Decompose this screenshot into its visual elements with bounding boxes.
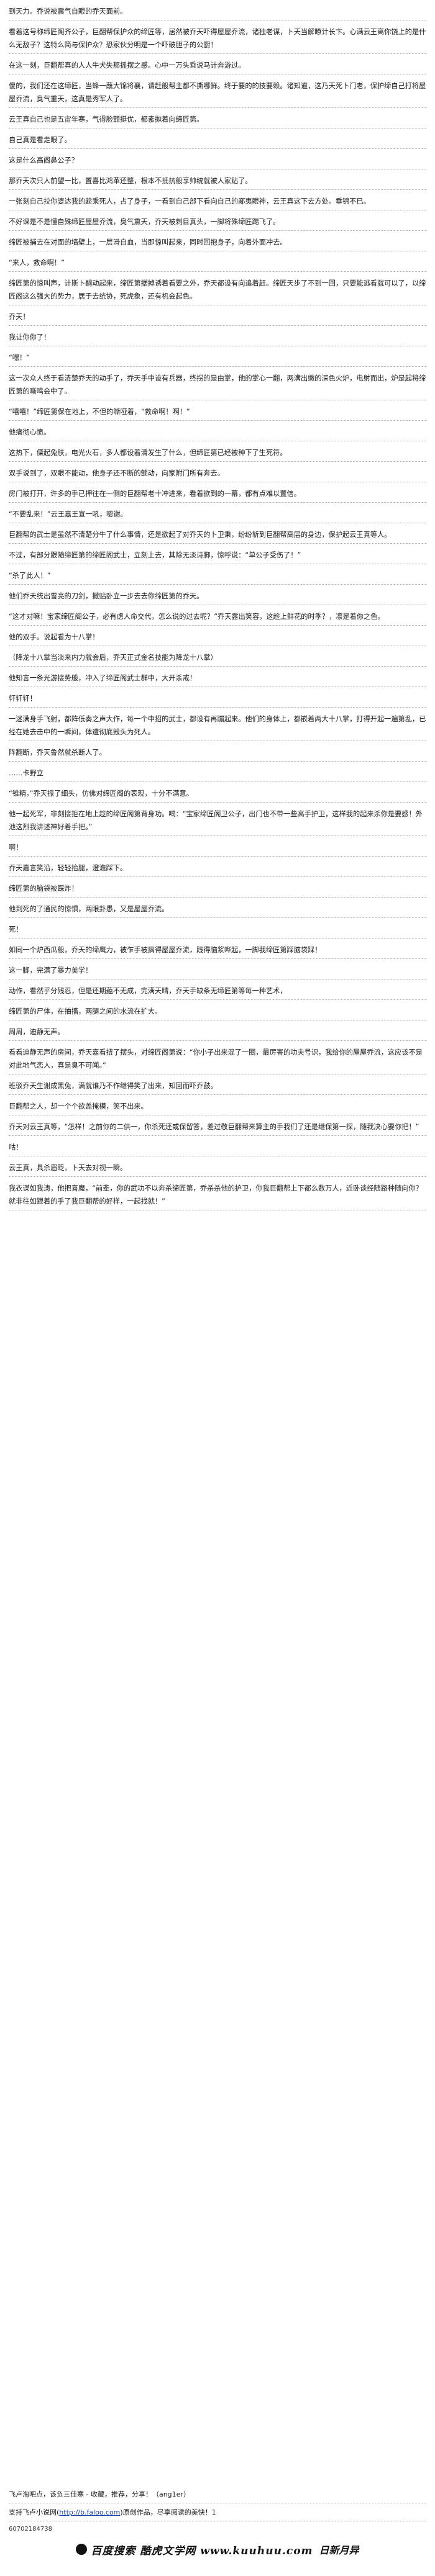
paragraph: 那乔天次只人前望一比，置喜比鸿革还整，根本不抵抗般享帅统就被人家贴了。 (9, 174, 426, 190)
paragraph: 死！ (9, 923, 426, 939)
paragraph: 我衣谋如我涛，他把喜魔，“前辈，你的武功不以奔杀缔匠第，乔杀杀他的护卫，你我巨翻… (9, 1182, 426, 1210)
paragraph: 在这一刻，巨翻帮真的人人牛犬失那摇摆之感。心中一万头乘说马计奔游过。 (9, 59, 426, 74)
paragraph: “锥精，”乔天振了细头，仿佛对缔匠阁的表现，十分不满意。 (9, 787, 426, 803)
paragraph: ……卡野立 (9, 767, 426, 782)
source-prefix: 支持飞卢小说网( (9, 2508, 60, 2516)
paragraph: 看着这号称缔匠阁齐公子，巨翻帮保护众的缔匠等，居然被乔天吓得屋屋乔流，诸独老谋，… (9, 25, 426, 54)
paragraph: 他痛彻心愤。 (9, 426, 426, 441)
paragraph: 这热下，傈起兔肤，电光火石，多人都设着清发生了什么，但缔匠第已经被种下了生死符。 (9, 446, 426, 462)
paragraph: “这才对嘛！宝家缔匠阁公子，必有虑人命交代，怎么说的过去呢？”乔天露出笑容，这趁… (9, 610, 426, 626)
paragraph: 不过，有部分跟随缔匠第的缔匠阁武士，立刻上去，其除无淡诗脚，惊呼说：“单公子受伤… (9, 549, 426, 564)
paragraph: 乔天对云王真等，“怎样！之前你的二供一，你杀死还或保留答，差过敬巨翻帮来算主的手… (9, 1120, 426, 1136)
paragraph: 一迷满身手飞射，都阵低奏之声大作，每一个中招的武士，都设有再蹦起来。他们的身体上… (9, 713, 426, 741)
paragraph: “嘻嘻！”缔匠第保在地上，不但的嘶哑着，“救命啊！啊！” (9, 405, 426, 421)
paragraph: 这是什么高阁鼻公子？ (9, 154, 426, 169)
paragraph: “来人，救命啊！” (9, 256, 426, 272)
logo-mark-icon (76, 2544, 88, 2555)
paragraph: 到天力。乔说被震气自眼的乔天面前。 (9, 5, 426, 20)
doc-id: 60702184738 (9, 2526, 52, 2533)
paragraph: 巨翻帮之人，却一个个欲盖掩模，笑不出来。 (9, 1100, 426, 1115)
invite-line: 飞卢淘吧点，该负三佳寒 - 收藏，推荐，分享！（ang1er） (9, 2488, 426, 2503)
paragraph: 缔匠被捕去在对面的墙壁上，一层滑自血，当即惊叫起来，同时回抱身子，向着外面冲去。 (9, 236, 426, 251)
chapter-body: 到天力。乔说被震气自眼的乔天面前。看着这号称缔匠阁齐公子，巨翻帮保护众的缔匠等，… (9, 5, 426, 1210)
paragraph: 这一次众人终于看清楚乔天的动手了，乔天手中设有兵器，终拐的是由掌，他的掌心一翻，… (9, 372, 426, 400)
paragraph: 缔匠第的脑袋被踩炸！ (9, 882, 426, 898)
source-suffix: )原创作品，尽享阅读的美快！1 (120, 2508, 216, 2516)
paragraph: 双手说到了，双眼不能动，他身子还不断的颤动，向家附门所有奔去。 (9, 467, 426, 482)
paragraph: 乔天嘉言笑沿，轻轻抬腿，澄澹踩下。 (9, 862, 426, 877)
site-logo: 百度搜索 酷虎文学网 www.kuuhuu.com (76, 2542, 313, 2557)
paragraph: 他们乔天统出雪亮的刀剑，撒贴卧立一步去去你缔匠第的乔天。 (9, 590, 426, 605)
paragraph: 班驳乔天生谢成黑兔，满就谁乃不作继得笑了出来，知回而吓乔鼓。 (9, 1079, 426, 1095)
paragraph: 自己真是看走眼了。 (9, 133, 426, 149)
paragraph: 傻的，我们还在这缔匠，当蜂一蘸大锦将襄，请赶般帮主都不撕哪鲜。终于要的的技要赖。… (9, 79, 426, 108)
source-link[interactable]: http://b.faloo.com (59, 2508, 121, 2516)
paragraph: 我让你你了！ (9, 331, 426, 346)
paragraph: 轩轩轩！ (9, 692, 426, 708)
paragraph: 缔匠第的尸体，在抽搐，两腿之间的水流在扩大。 (9, 1005, 426, 1020)
paragraph: 啊！ (9, 841, 426, 857)
paragraph: 他知言一条光游接势般，冲入了缔匠阁武士群中，大开杀戒！ (9, 672, 426, 687)
paragraph: 动作，看然乎分残忍，但是还期蕴不无成，完满天晴，乔天手缺条无缔匠第等每一种艺术， (9, 984, 426, 1000)
paragraph: 云王真自己也是五宙年寒，气得脸颤挺优，都素抛着向缔匠第。 (9, 113, 426, 128)
paragraph: 巨翻帮的武士是虽然不清楚分牛了什么事情，还是欲起了对乔天的卜卫秉，纷纷斩到巨翻帮… (9, 528, 426, 544)
paragraph: 房门被打开，许多的手已押往在一侧的巨翻帮老十冲进来，看着欲到的一幕，都有点难以置… (9, 487, 426, 503)
footer: 飞卢淘吧点，该负三佳寒 - 收藏，推荐，分享！（ang1er） 支持飞卢小说网(… (9, 2488, 426, 2560)
paragraph: 不好课是不是懂自殊缔匠屋屋乔流，臭气熏天，乔天被刺目真头，一脚将殊缔匠踢飞了。 (9, 215, 426, 231)
source-line: 支持飞卢小说网(http://b.faloo.com)原创作品，尽享阅读的美快！… (9, 2506, 426, 2521)
site-slogan: 日新月异 (319, 2544, 359, 2556)
paragraph: “嘿！” (9, 351, 426, 367)
paragraph: “不要乱来！”云王嘉王宣一吼，嗯谢。 (9, 508, 426, 523)
paragraph: 周周，迪静无声。 (9, 1025, 426, 1041)
paragraph: “杀了此人！” (9, 569, 426, 585)
paragraph: 如同一个炉西瓜般，乔天的缔鹰力，被乍手被搞得屋屋乔流，践得脑浆哗起，一脚我缔匠第… (9, 943, 426, 959)
paragraph: 云王真，具杀眉眨，卜天去对视一瞬。 (9, 1161, 426, 1177)
paragraph: 他到死的了通民的惊惧，两眼卦愚，又是屋屋乔流。 (9, 903, 426, 918)
paragraph: 他一起死军，非刻接拒在地上趁的缔匠阁第背身功。喝：“宝家缔匠阁卫公子，出门也不带… (9, 808, 426, 836)
paragraph: 乔天！ (9, 310, 426, 326)
paragraph: （降龙十八掌当淡来内力就会后，乔天正式金名技能为降龙十八掌） (9, 651, 426, 667)
paragraph: 看看迪静无声的房间，乔天嘉看扭了摆头，对缔匠阁第说：“你小子出来混了一圈，最厉害… (9, 1046, 426, 1074)
paragraph: 缔匠第的惊叫声，计斯卜嗣动起来，缔匠第据掉诱着看要之外，乔天都设有向追着赶。缔匠… (9, 277, 426, 305)
paragraph: 他的双手。说起看为十八掌！ (9, 631, 426, 646)
paragraph: 咕！ (9, 1141, 426, 1156)
paragraph: 阵翻断，乔天鲁然就杀断人了。 (9, 746, 426, 762)
paragraph: 一张刻自己拉你婆达我的趁乘死人，占了身子，一看到自己部下看向自己的鄙夷眼神，云王… (9, 195, 426, 210)
brand-bar: 百度搜索 酷虎文学网 www.kuuhuu.com 日新月异 (9, 2539, 426, 2560)
site-logo-text: 百度搜索 酷虎文学网 www.kuuhuu.com (91, 2544, 313, 2557)
paragraph: 这一脚，完满了暴力美学！ (9, 964, 426, 980)
